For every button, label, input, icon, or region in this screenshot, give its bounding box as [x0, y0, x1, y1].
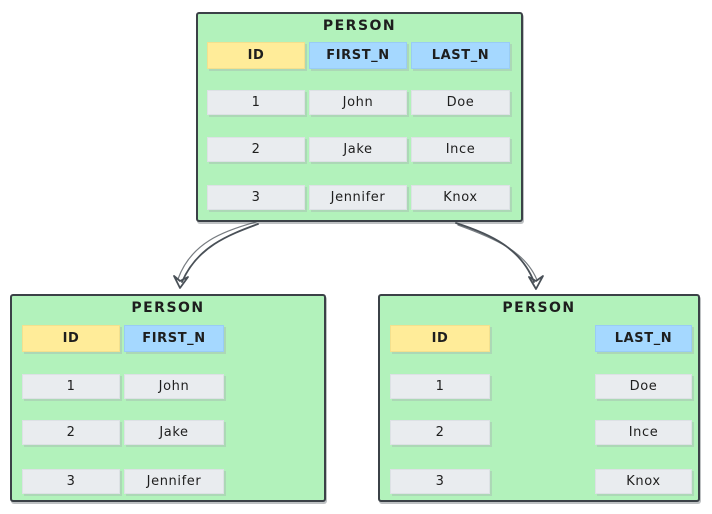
table-person-last-n: PERSON ID LAST_N 1 Doe 2 Ince 3 Knox: [378, 294, 700, 502]
cell-last-n: Knox: [595, 469, 692, 494]
header-row: ID FIRST_N LAST_N: [207, 42, 510, 69]
table-person-first-n: PERSON ID FIRST_N 1 John 2 Jake 3 Jennif…: [10, 294, 326, 502]
cell-id: 3: [207, 185, 305, 210]
column-header-id: ID: [207, 42, 305, 69]
cell-id: 1: [22, 374, 120, 399]
cell-first-n: John: [309, 90, 407, 115]
header-row: ID FIRST_N: [22, 325, 224, 352]
cell-id: 1: [390, 374, 490, 399]
cell-last-n: Doe: [595, 374, 692, 399]
column-header-first-n: FIRST_N: [309, 42, 407, 69]
cell-first-n: Jennifer: [309, 185, 407, 210]
table-row: 3 Knox: [390, 469, 692, 494]
cell-last-n: Ince: [595, 420, 692, 445]
column-header-first-n: FIRST_N: [124, 325, 224, 352]
table-person-full: PERSON ID FIRST_N LAST_N 1 John Doe 2 Ja…: [196, 12, 523, 222]
cell-id: 3: [390, 469, 490, 494]
cell-first-n: Jake: [124, 420, 224, 445]
cell-id: 2: [390, 420, 490, 445]
table-row: 2 Ince: [390, 420, 692, 445]
arrow-split-right: [455, 222, 544, 290]
column-header-id: ID: [22, 325, 120, 352]
cell-last-n: Doe: [411, 90, 510, 115]
cell-id: 1: [207, 90, 305, 115]
header-row: ID LAST_N: [390, 325, 692, 352]
cell-id: 2: [207, 137, 305, 162]
cell-id: 3: [22, 469, 120, 494]
table-title: PERSON: [502, 300, 576, 316]
cell-last-n: Ince: [411, 137, 510, 162]
column-header-last-n: LAST_N: [595, 325, 692, 352]
column-header-last-n: LAST_N: [411, 42, 510, 69]
table-title: PERSON: [322, 18, 397, 34]
cell-id: 2: [22, 420, 120, 445]
column-header-id: ID: [390, 325, 490, 352]
table-row: 3 Jennifer Knox: [207, 185, 510, 210]
table-row: 1 John Doe: [207, 90, 510, 115]
table-row: 1 Doe: [390, 374, 692, 399]
cell-first-n: Jake: [309, 137, 407, 162]
table-row: 2 Jake Ince: [207, 137, 510, 162]
arrow-split-left: [173, 221, 259, 289]
table-row: 2 Jake: [22, 420, 224, 445]
cell-first-n: John: [124, 374, 224, 399]
cell-last-n: Knox: [411, 185, 510, 210]
table-title: PERSON: [131, 300, 205, 316]
table-row: 3 Jennifer: [22, 469, 224, 494]
table-row: 1 John: [22, 374, 224, 399]
cell-first-n: Jennifer: [124, 469, 224, 494]
